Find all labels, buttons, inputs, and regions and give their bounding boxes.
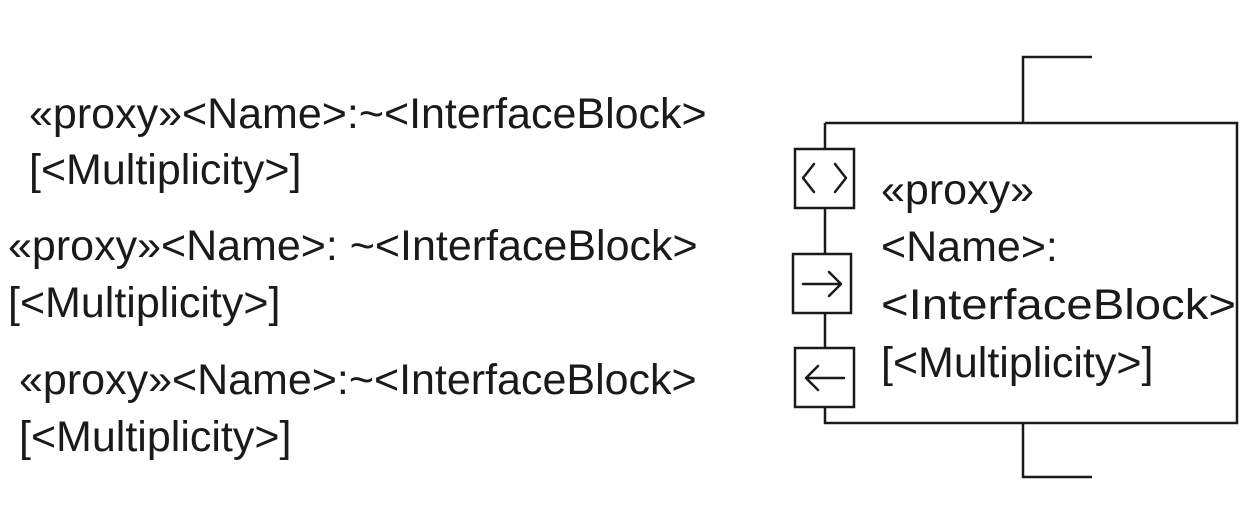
block-stereotype: «proxy»	[881, 166, 1034, 214]
block-interface-type: <InterfaceBlock>	[881, 281, 1236, 329]
block-name: <Name>:	[881, 223, 1058, 271]
arrow-left-icon	[804, 364, 846, 392]
top-connector-line	[1021, 55, 1092, 123]
port-inout[interactable]	[793, 147, 856, 210]
chevron-right-icon	[833, 162, 848, 194]
port-out-label-line1: «proxy»<Name>: ~<InterfaceBlock>	[8, 222, 698, 270]
port-in[interactable]	[793, 346, 856, 409]
port-in-label-line1: «proxy»<Name>:~<InterfaceBlock>	[19, 356, 697, 404]
chevron-left-icon	[801, 162, 816, 194]
port-in-label-line2: [<Multiplicity>]	[19, 413, 291, 461]
bottom-connector-line	[1021, 423, 1092, 479]
block-multiplicity: [<Multiplicity>]	[881, 339, 1153, 387]
port-out-label-line2: [<Multiplicity>]	[8, 279, 280, 327]
port-inout-label-line1: «proxy»<Name>:~<InterfaceBlock>	[29, 90, 707, 138]
port-inout-label-line2: [<Multiplicity>]	[29, 146, 301, 194]
block-outline	[823, 121, 1239, 425]
port-out[interactable]	[791, 252, 853, 315]
arrow-right-icon	[801, 270, 843, 298]
